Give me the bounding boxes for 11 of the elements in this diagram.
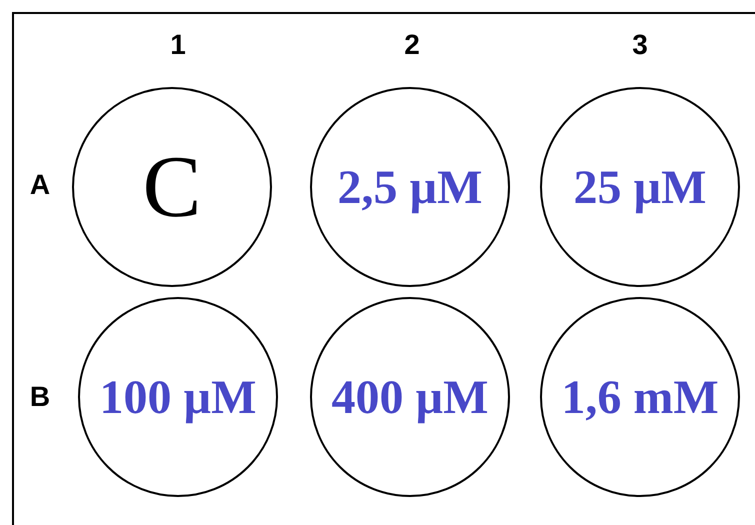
column-number: 2 [404,31,420,59]
concentration-label: 2,5 µM [338,160,482,214]
concentration-label: 1,6 mM [561,370,719,424]
column-number: 3 [632,31,648,59]
concentration-label: 25 µM [574,160,706,214]
row-letter: A [30,171,50,199]
row-letter: B [30,383,50,411]
column-number: 1 [170,31,186,59]
concentration-label: 400 µM [332,370,488,424]
control-label: C [142,138,202,238]
concentration-label: 100 µM [100,370,256,424]
